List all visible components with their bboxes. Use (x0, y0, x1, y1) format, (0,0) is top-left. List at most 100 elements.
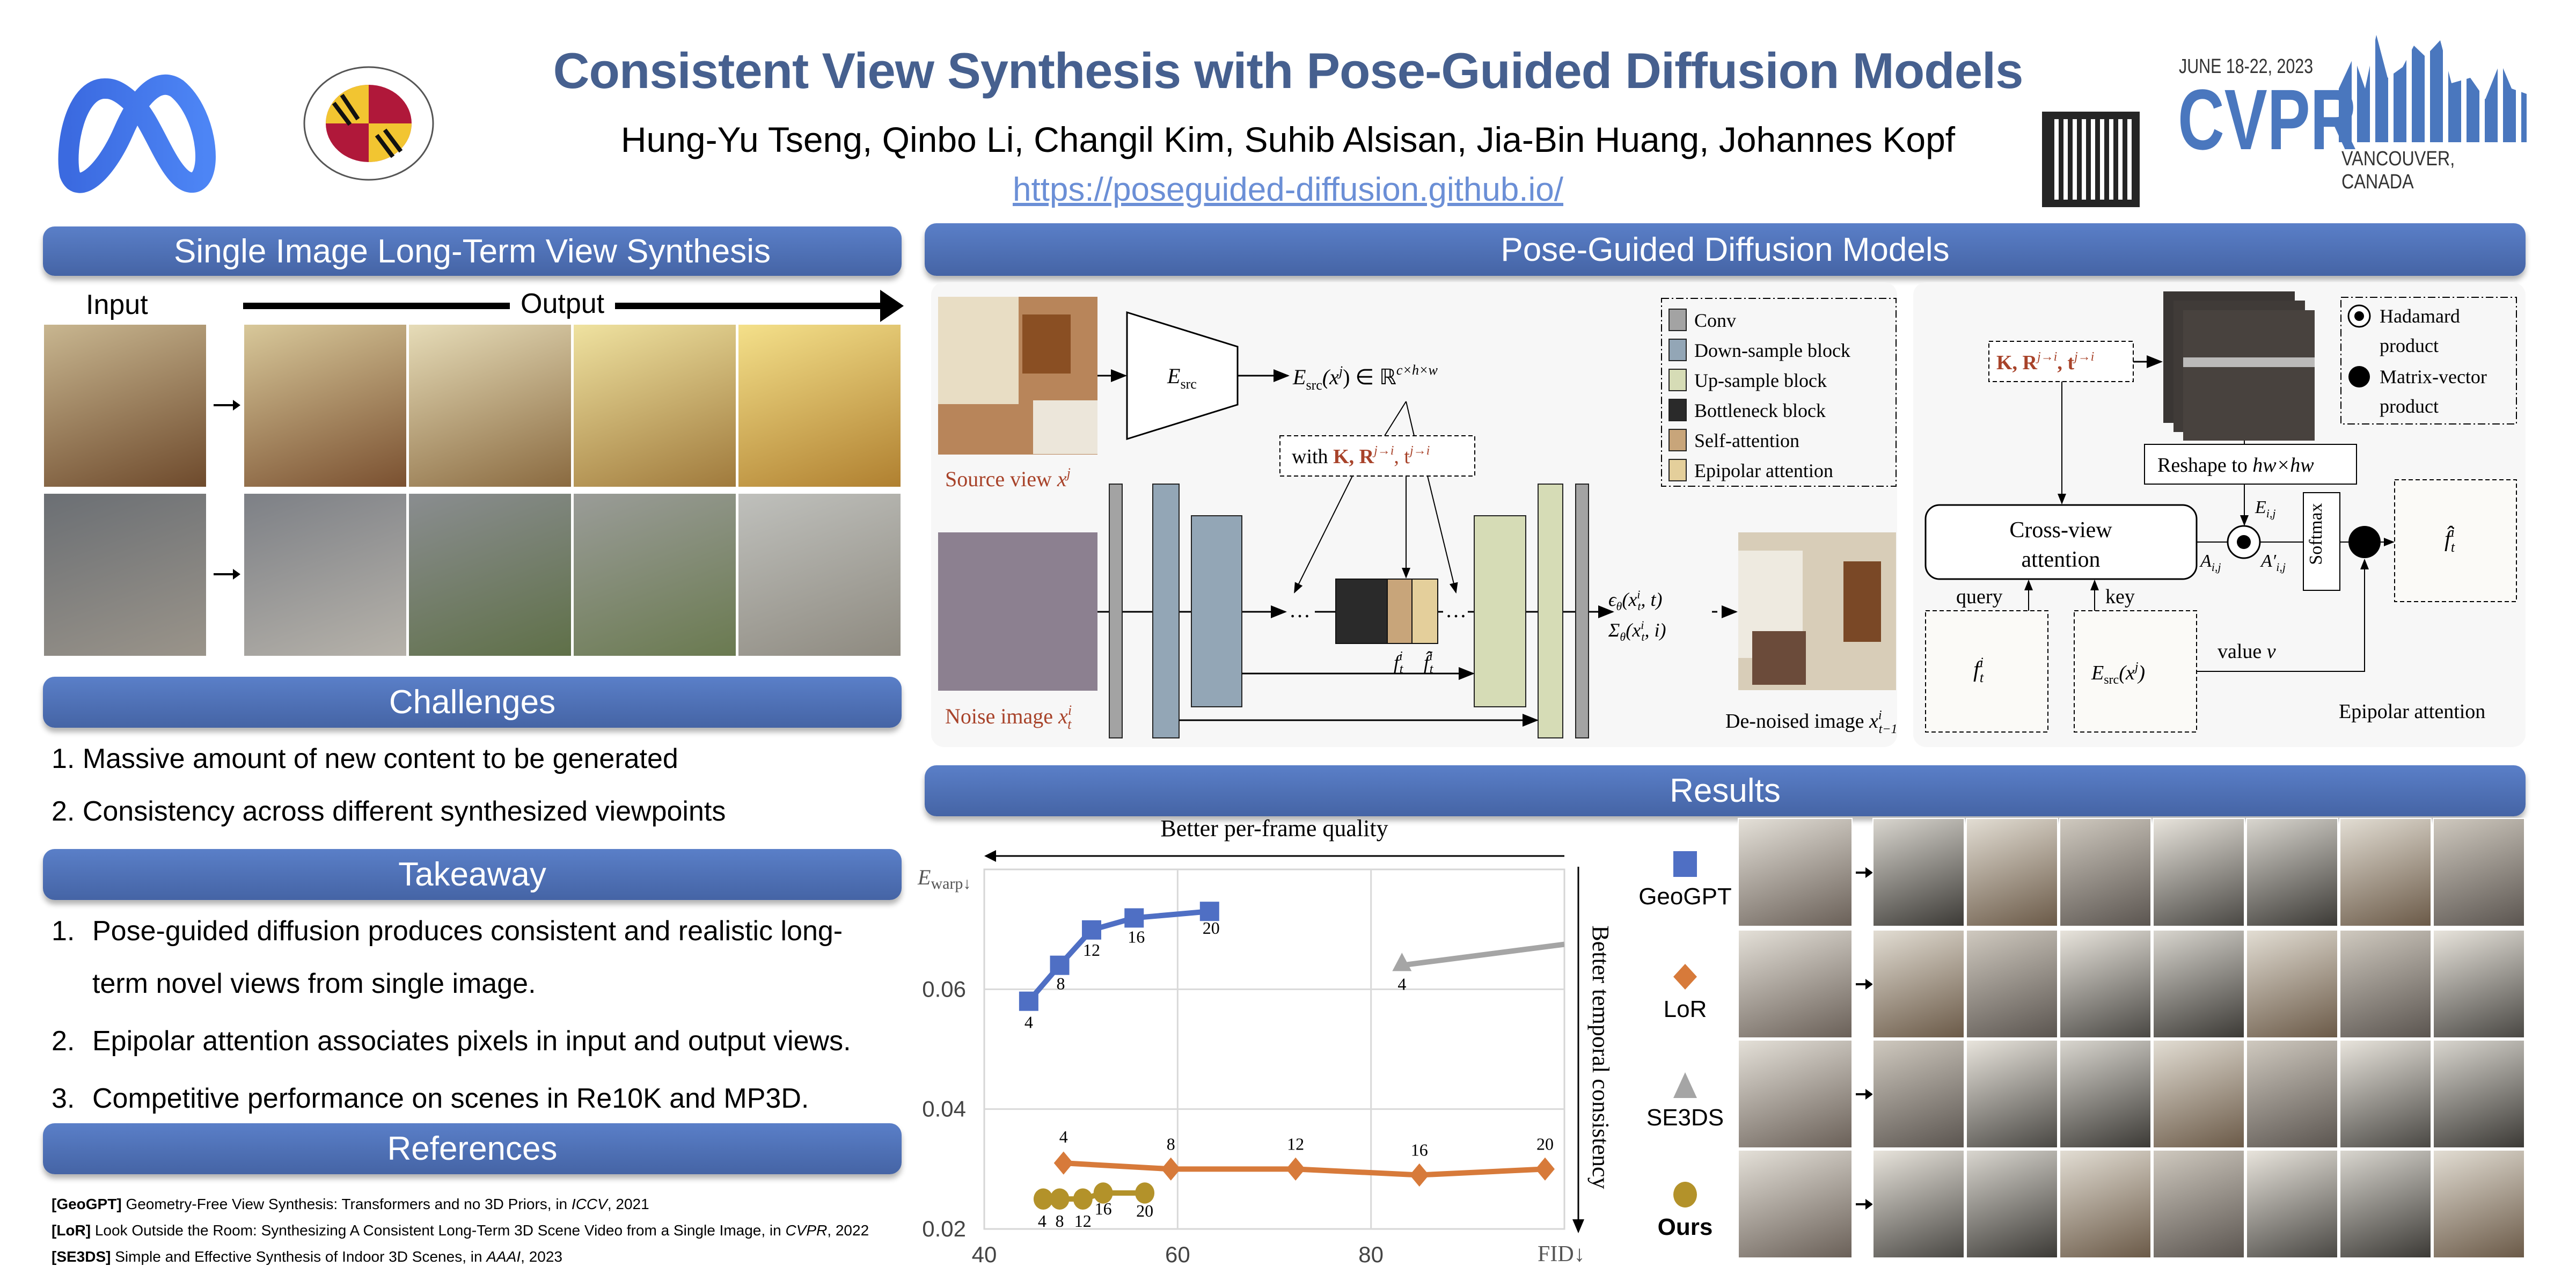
results-output-image (2059, 818, 2151, 927)
cvpr-location: VANCOUVER, CANADA (2341, 148, 2455, 193)
results-output-image (2246, 818, 2338, 927)
svg-text:query: query (1956, 586, 2003, 608)
ref-year: , 2021 (607, 1196, 649, 1212)
svg-text:Esrc(xj): Esrc(xj) (2091, 660, 2145, 687)
project-link[interactable]: https://poseguided-diffusion.github.io/ (1012, 171, 1564, 208)
output-label: Output (510, 288, 616, 320)
series-geogpt (1019, 902, 1219, 1011)
diamond-marker (1409, 1163, 1429, 1187)
arrow-head-icon (233, 400, 240, 411)
data-label: 8 (1167, 1134, 1175, 1153)
square-marker (1050, 955, 1070, 975)
section-header-results: Results (925, 765, 2526, 816)
arrow-head-icon (1865, 867, 1873, 878)
svg-text:product: product (2380, 335, 2439, 356)
self-attention-block (1387, 579, 1413, 644)
data-label: 4 (1038, 1211, 1046, 1231)
bottleneck-block (1335, 579, 1388, 644)
upsample-block (1474, 515, 1526, 707)
side-annotation: Better temporal consistency (1587, 925, 1614, 1189)
arrow-head-icon (1572, 1219, 1584, 1233)
ref-text: Geometry-Free View Synthesis: Transforme… (121, 1196, 572, 1212)
data-label: 12 (1083, 940, 1100, 960)
section-header-method: Pose-Guided Diffusion Models (925, 223, 2526, 276)
legend-swatch (1668, 399, 1687, 421)
softmax-box (2303, 492, 2340, 591)
output-image (737, 324, 902, 488)
square-marker (1199, 902, 1219, 921)
results-output-image (2246, 1040, 2338, 1148)
diamond-marker (1535, 1157, 1555, 1181)
epipolar-attention-diagram: K, Rj→i, tj→i Hadamard product Matrix-ve… (1913, 282, 2526, 747)
takeaway-item: Competitive performance on scenes in Re1… (92, 1083, 809, 1114)
section-header-synthesis: Single Image Long-Term View Synthesis (43, 226, 902, 276)
legend-swatch (1668, 339, 1687, 361)
matrix-vector-icon (2348, 366, 2370, 387)
svg-text:Cross-view: Cross-view (2009, 518, 2112, 543)
meta-logo (54, 67, 258, 196)
umd-seal (302, 65, 436, 181)
diamond-marker (1161, 1157, 1181, 1181)
results-output-image (2339, 1040, 2432, 1148)
data-label: 16 (1095, 1199, 1112, 1218)
epipolar-mask-stack (2163, 291, 2315, 441)
svg-text:Hadamard: Hadamard (2380, 305, 2460, 327)
results-output-image (1872, 930, 1965, 1038)
circle-marker (1073, 1188, 1093, 1210)
ref-tag: [LoR] (52, 1222, 91, 1239)
svg-text:key: key (2105, 586, 2135, 608)
ref-year: , 2023 (521, 1248, 563, 1265)
data-label: 20 (1536, 1134, 1554, 1153)
y-tick-label: 0.06 (922, 976, 966, 1001)
reference-item: [GeoGPT] Geometry-Free View Synthesis: T… (52, 1196, 649, 1213)
data-label: 12 (1074, 1211, 1092, 1231)
series-line (1401, 941, 1564, 968)
svg-text:Ei,j: Ei,j (2255, 497, 2276, 520)
results-output-image (1872, 818, 1965, 927)
diamond-marker (1053, 1151, 1073, 1175)
square-marker (1124, 908, 1144, 928)
results-input-image (1738, 1040, 1853, 1148)
output-image (408, 324, 572, 488)
svg-text:fit: fit (1973, 655, 1984, 685)
circle-legend-icon (1673, 1182, 1697, 1208)
ref-venue: CVPR (785, 1222, 828, 1239)
results-input-image (1738, 1150, 1853, 1258)
svg-text:with K, Rj→i, tj→i: with K, Rj→i, tj→i (1292, 444, 1430, 468)
ref-tag: [GeoGPT] (52, 1196, 122, 1212)
qr-code[interactable] (2042, 112, 2140, 207)
arrow-icon (1856, 1093, 1865, 1095)
results-output-image (2339, 818, 2432, 927)
data-label: 16 (1128, 927, 1145, 946)
x-axis-label: FID↓ (1538, 1242, 1585, 1267)
series-se3ds (1392, 941, 1564, 971)
results-output-image (1966, 1040, 2058, 1148)
output-image (573, 324, 737, 488)
cvpr-date: JUNE 18-22, 2023 (2179, 55, 2314, 78)
svg-text:attention: attention (2022, 547, 2101, 572)
svg-text:Softmax: Softmax (2306, 503, 2326, 565)
svg-text:Matrix-vector: Matrix-vector (2380, 366, 2487, 387)
legend-label: Bottleneck block (1694, 400, 1826, 421)
circle-marker (1093, 1182, 1113, 1204)
epipolar-attention-block (1411, 579, 1438, 644)
legend-label: Ours (1657, 1214, 1713, 1240)
challenge-item: 2. Consistency across different synthesi… (52, 796, 726, 827)
square-marker (1019, 991, 1038, 1011)
results-output-image (2153, 930, 2245, 1038)
y-tick-label: 0.04 (922, 1096, 966, 1122)
output-image (243, 324, 407, 488)
svg-text:Esrc: Esrc (1167, 364, 1197, 392)
arrow-head-icon (984, 850, 996, 862)
legend-label: SE3DS (1646, 1104, 1724, 1131)
ref-venue: AAAI (486, 1248, 521, 1265)
circle-marker (1033, 1188, 1053, 1210)
takeaway-number: 3. (52, 1083, 75, 1114)
takeaway-item-cont: term novel views from single image. (92, 968, 536, 999)
source-feature: Esrc(xj) ∈ ℝc×h×w (1292, 362, 1438, 393)
ref-venue: ICCV (571, 1196, 608, 1212)
results-output-image (2059, 1150, 2151, 1258)
triangle-marker (1392, 953, 1412, 971)
top-annotation: Better per-frame quality (1160, 815, 1388, 841)
